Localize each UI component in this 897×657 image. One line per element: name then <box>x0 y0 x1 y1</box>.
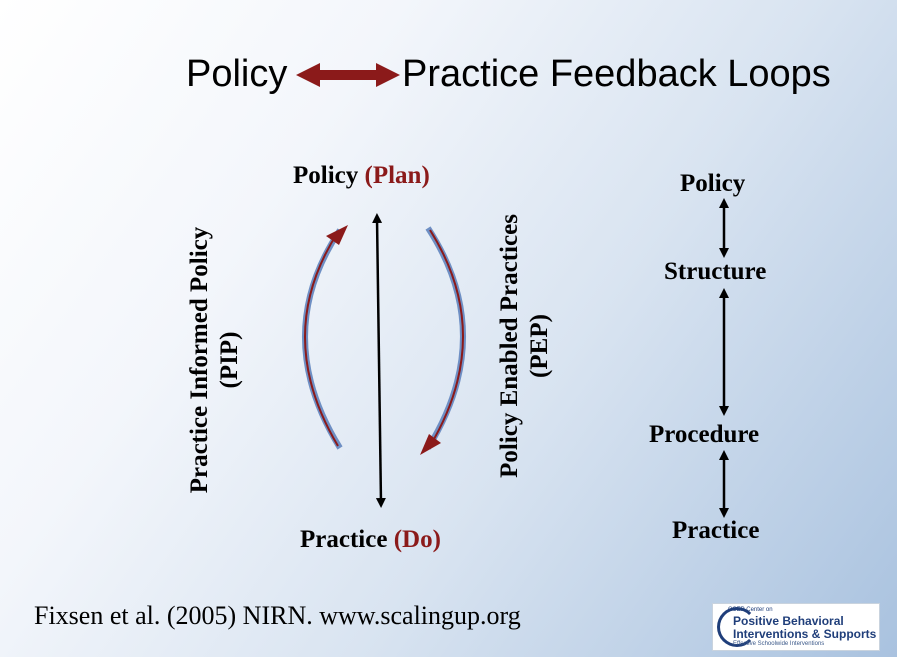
pbis-logo: OSEP Center on Positive Behavioral Inter… <box>712 603 880 651</box>
title-policy: Policy <box>186 53 288 95</box>
title-practice-feedback-loops: Practice Feedback Loops <box>402 53 831 95</box>
pbis-logo-ring-icon <box>717 607 757 647</box>
slide-title: Policy Practice Feedback Loops <box>0 46 897 106</box>
pep-label-line1: Policy Enabled Practices <box>496 214 523 478</box>
plan-do-arrow <box>372 213 386 508</box>
plan-label-paren: (Plan) <box>364 162 430 189</box>
plan-label-text: Policy <box>293 162 359 189</box>
citation: Fixsen et al. (2005) NIRN. www.scalingup… <box>34 601 521 630</box>
do-label-paren: (Do) <box>393 526 441 553</box>
pbis-logo-tagline: OSEP Center on <box>728 607 773 613</box>
do-label-text: Practice <box>300 526 388 553</box>
hierarchy-policy: Policy <box>680 170 746 197</box>
right-loop-accent <box>429 229 464 447</box>
do-label: Practice (Do) <box>300 526 441 554</box>
hierarchy-procedure: Procedure <box>649 421 760 448</box>
pep-label-line2: (PEP) <box>526 314 553 378</box>
left-loop-accent <box>304 231 339 447</box>
right-loop-arrowhead <box>420 434 441 455</box>
hierarchy-practice: Practice <box>672 517 760 544</box>
pbis-logo-line2: Interventions & Supports <box>733 627 877 641</box>
pbis-logo-line1: Positive Behavioral <box>733 614 844 628</box>
left-loop-arrowhead <box>326 225 348 245</box>
double-arrow-icon <box>296 63 400 87</box>
pip-label-line1: Practice Informed Policy <box>186 226 213 494</box>
hierarchy-structure: Structure <box>664 258 767 285</box>
plan-label: Policy (Plan) <box>293 162 430 190</box>
pip-label-line2: (PIP) <box>216 331 243 389</box>
pbis-logo-sub: Effective Schoolwide Interventions <box>733 641 825 647</box>
pip-label: Practice Informed Policy (PIP) <box>185 200 245 520</box>
pep-label: Policy Enabled Practices (PEP) <box>495 186 555 506</box>
